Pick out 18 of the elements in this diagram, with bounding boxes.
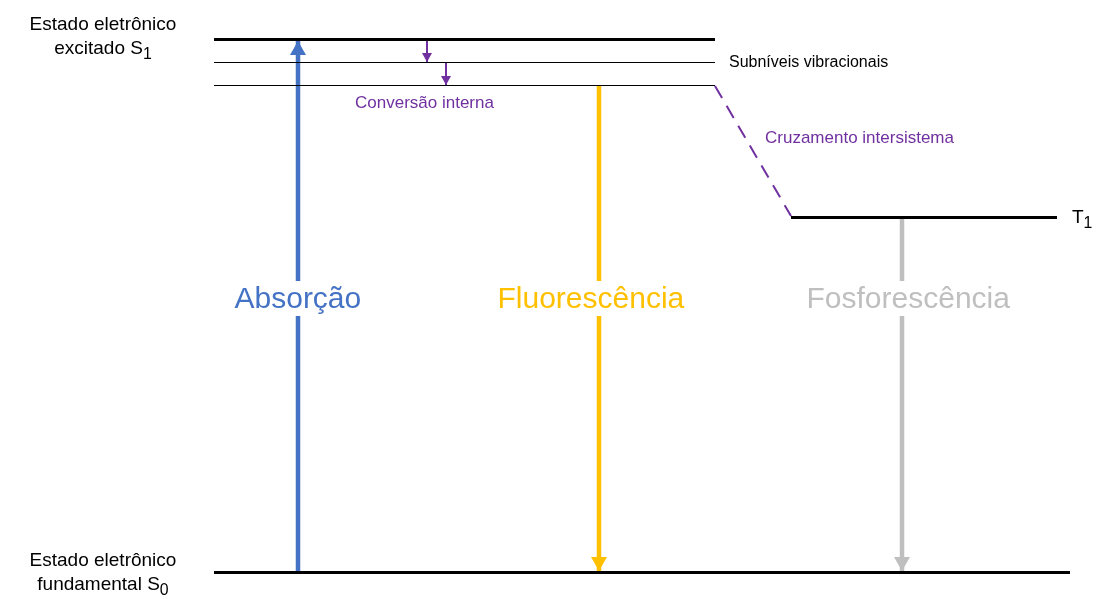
edge-label: Fluorescência bbox=[497, 281, 685, 316]
edge-label: Absorção bbox=[234, 281, 362, 316]
arrow bbox=[422, 40, 432, 63]
arrow bbox=[290, 41, 306, 571]
level-label: Subníveis vibracionais bbox=[729, 52, 890, 72]
sublevel-line bbox=[214, 85, 715, 86]
level-label: Estado eletrônico excitado S$_{1}$ bbox=[28, 12, 178, 64]
edge-label: Fosforescência bbox=[806, 281, 1010, 316]
dashed-line bbox=[714, 85, 792, 217]
arrow bbox=[591, 86, 607, 571]
arrow bbox=[441, 62, 451, 86]
energy-level-line bbox=[791, 216, 1057, 219]
arrow bbox=[894, 219, 910, 571]
sublevel-line bbox=[214, 62, 715, 63]
energy-level-line bbox=[214, 38, 715, 41]
level-label: Estado eletrônico fundamental S$_{0}$ bbox=[28, 548, 178, 599]
energy-level-line bbox=[214, 571, 1070, 574]
level-label: T$_{1}$ bbox=[1072, 205, 1094, 233]
